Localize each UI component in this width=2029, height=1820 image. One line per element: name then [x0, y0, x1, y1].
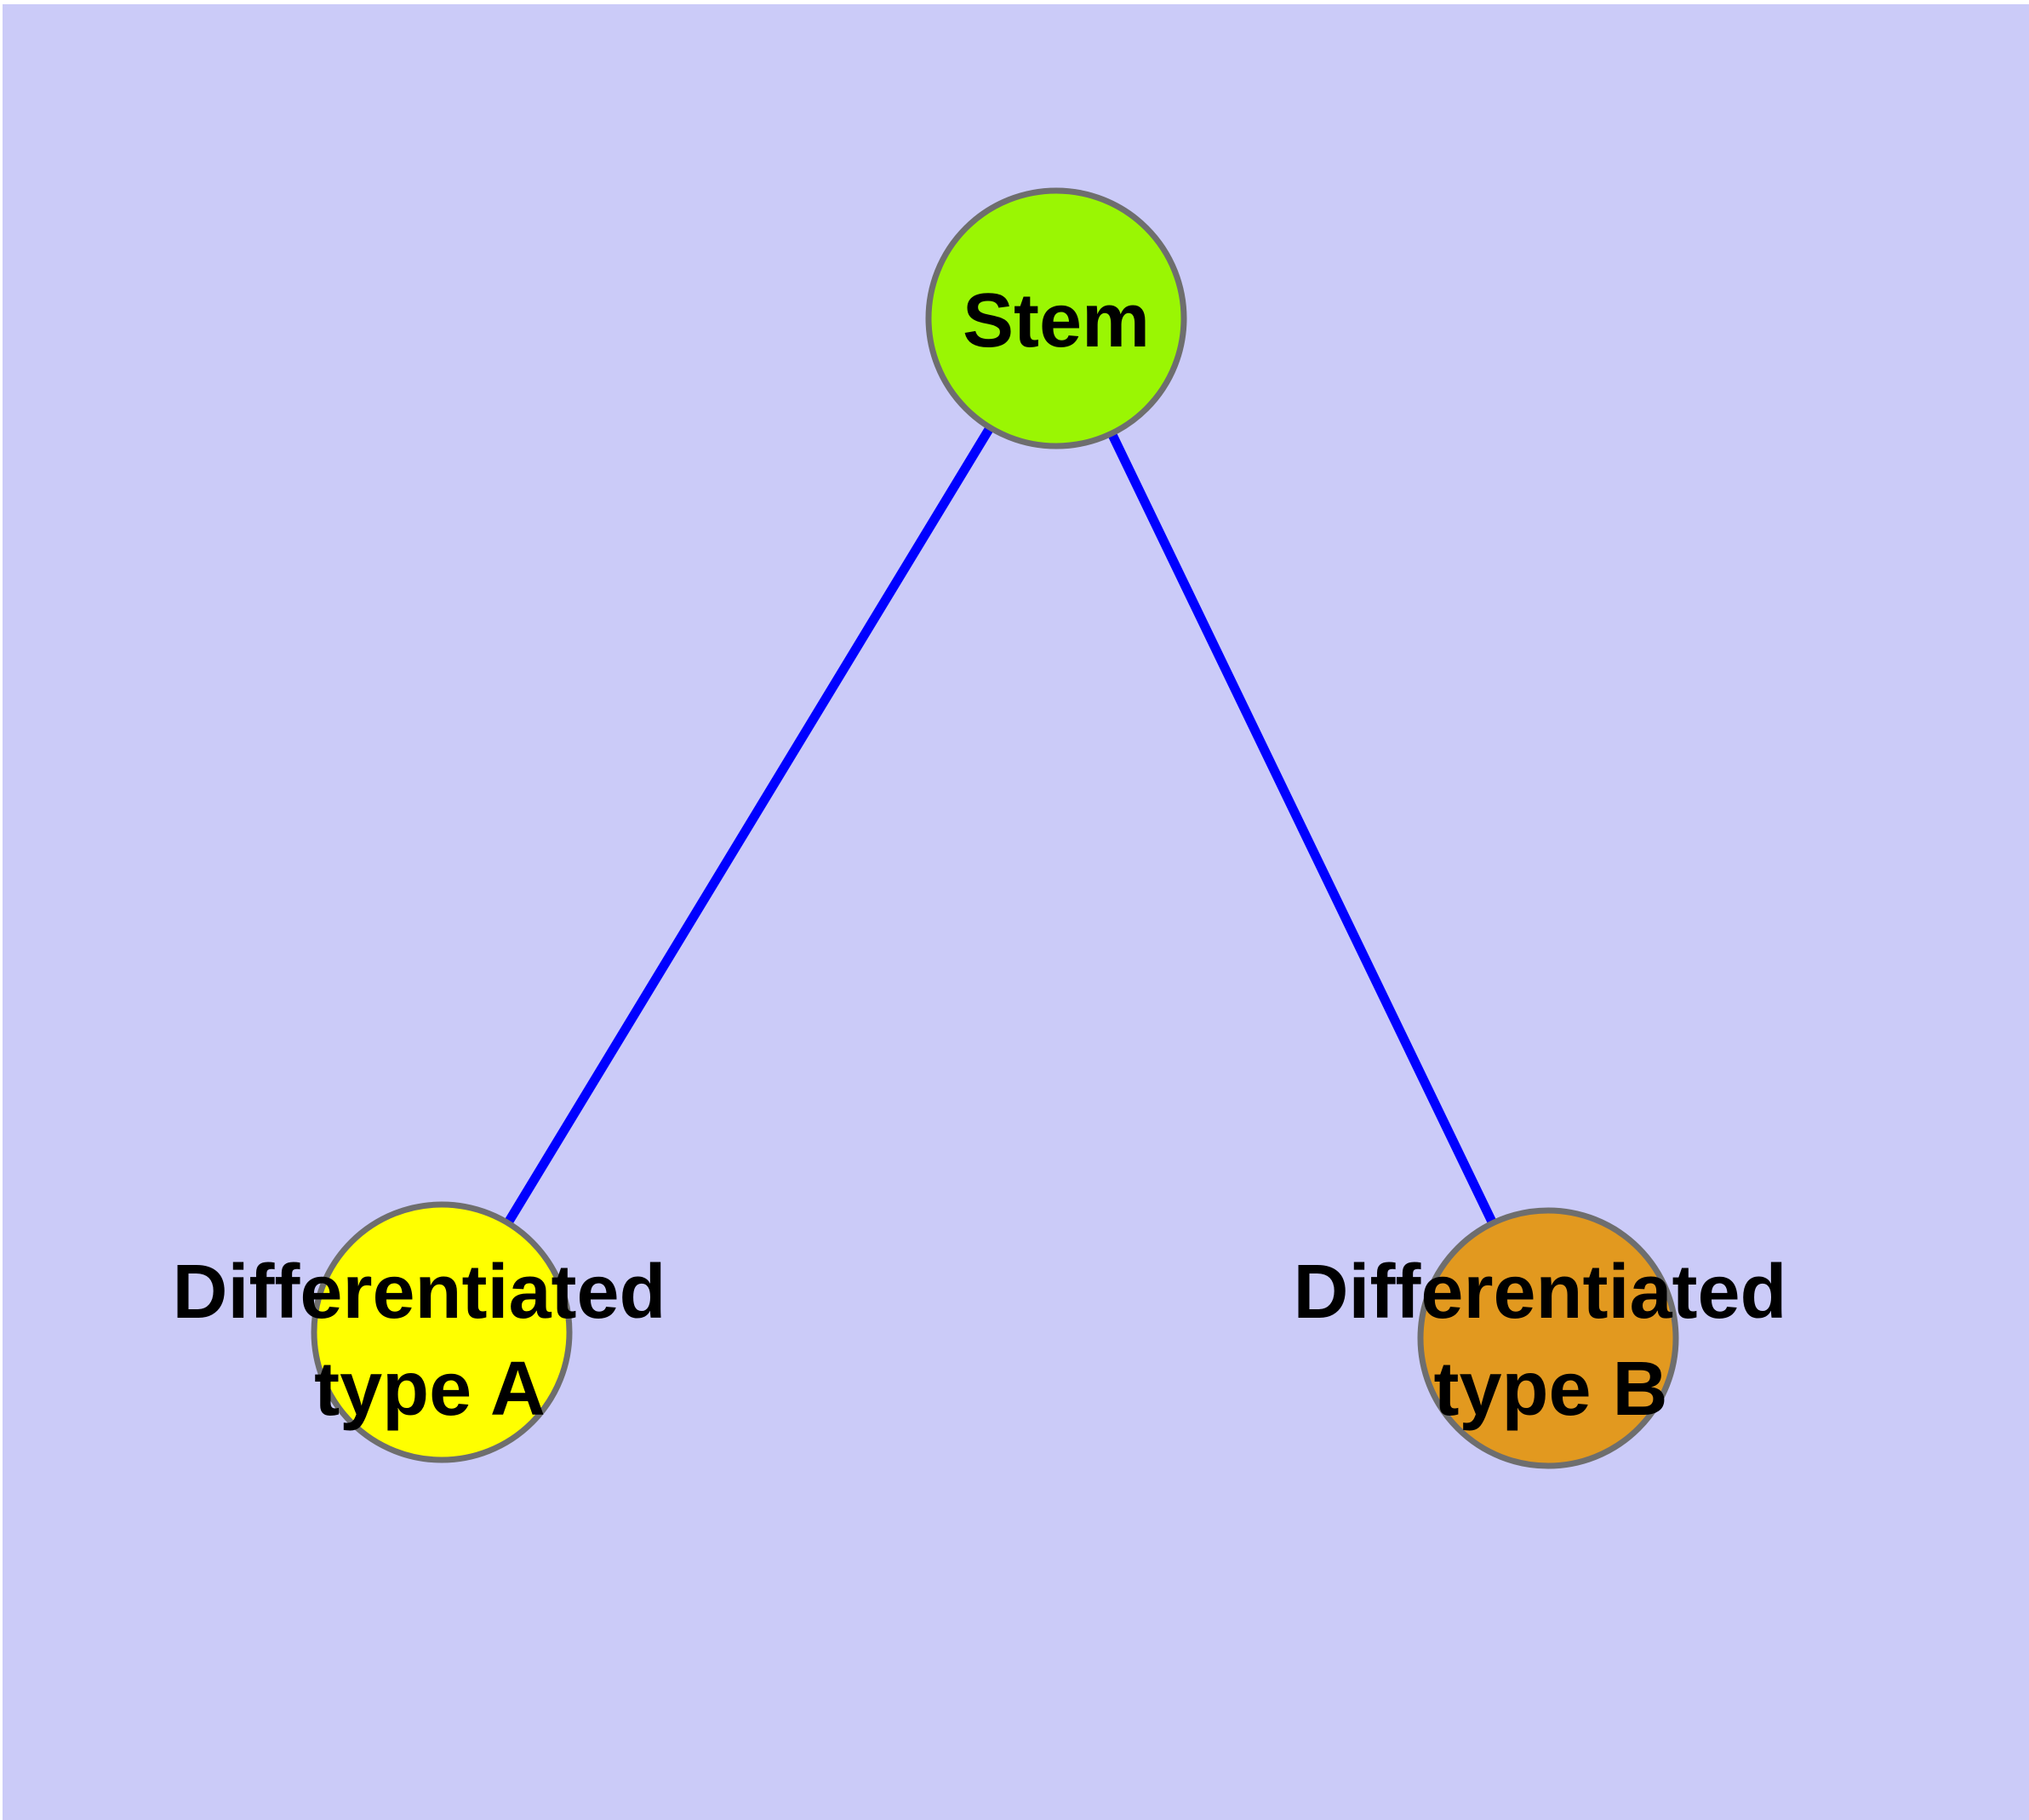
node-type-a-label-line2: type A: [314, 1347, 546, 1432]
node-differentiated-type-a: [311, 1201, 573, 1463]
node-type-a-label-line1: Differentiated: [172, 1250, 666, 1335]
node-type-b-label-line2: type B: [1433, 1347, 1667, 1432]
node-type-b-label: Differentiated type B: [1293, 1250, 1808, 1432]
node-type-a-label: Differentiated type A: [172, 1250, 687, 1432]
node-stem: [925, 187, 1187, 449]
edge-stem-to-type-b: [1052, 316, 1552, 1341]
node-type-b-label-line1: Differentiated: [1293, 1250, 1786, 1335]
node-differentiated-type-b: [1417, 1207, 1679, 1469]
edge-stem-to-type-a: [437, 316, 1060, 1335]
node-stem-label: Stem: [963, 278, 1150, 363]
